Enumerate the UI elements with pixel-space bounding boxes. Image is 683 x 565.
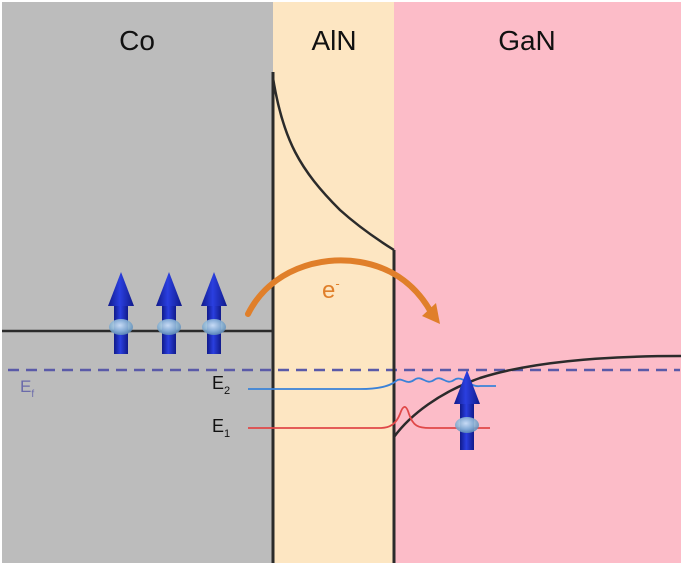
spin-arrow-head [454,370,480,404]
electron-tunneling-arrow [245,257,435,317]
spin-ball [455,417,479,433]
co-region [2,2,273,563]
aln-barrier-curve [271,77,395,252]
spin-arrow-head [108,272,134,306]
e1-level-line [248,405,490,429]
spin-arrow [454,370,480,450]
aln-label: AlN [311,25,356,56]
electron-label: e- [322,276,340,304]
spin-arrow [201,272,227,354]
spin-arrow [108,272,134,354]
e2-level-line [248,377,496,390]
spin-ball [109,319,133,335]
gan-region [394,2,681,563]
spin-ball [202,319,226,335]
gan-band-curve [392,354,682,438]
e2-label: E2 [212,373,230,397]
spin-arrow [156,272,182,354]
e1-label: E1 [212,416,230,440]
aln-region [273,2,394,563]
spin-ball [157,319,181,335]
gan-label: GaN [498,25,556,56]
electron-arrow-head [422,303,440,324]
co-label: Co [119,25,155,56]
fermi-label: Ef [20,377,34,400]
spin-arrow-head [156,272,182,306]
spin-arrow-head [201,272,227,306]
